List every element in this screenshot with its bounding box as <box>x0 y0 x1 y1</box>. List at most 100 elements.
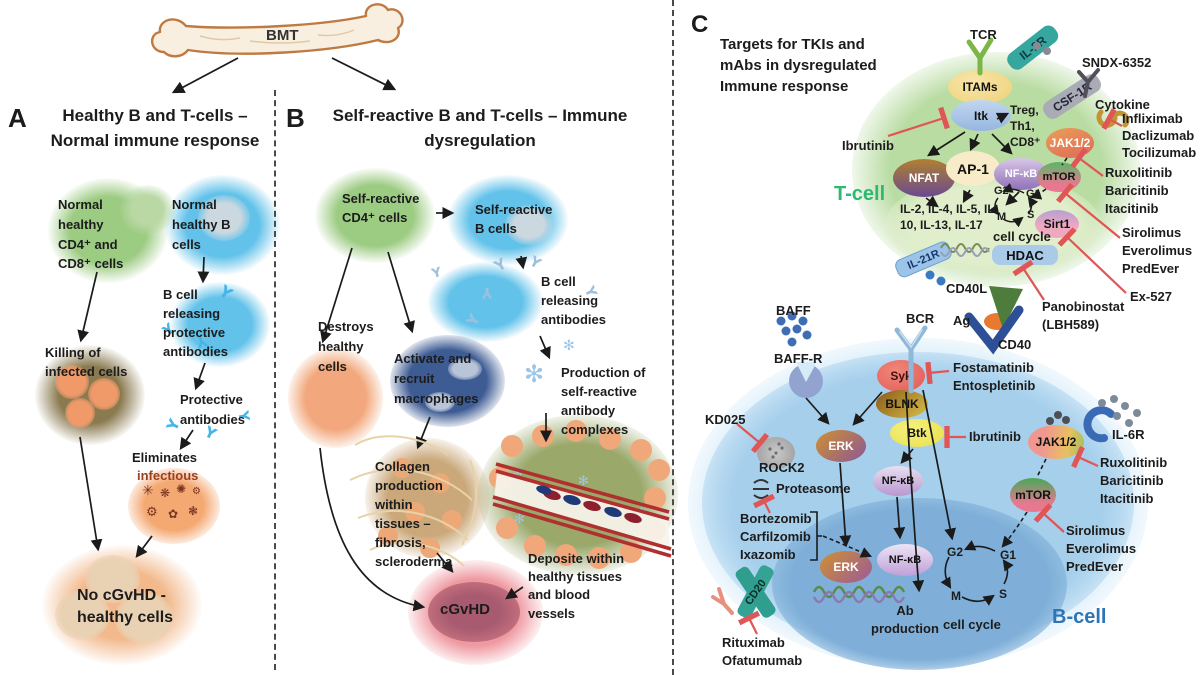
panel-a-letter: A <box>8 103 27 133</box>
blnk-protein: BLNK <box>876 390 928 418</box>
baffr-label: BAFF-R <box>774 351 823 366</box>
jak12-b-label: JAK1/2 <box>1035 435 1077 449</box>
label-normal-b-cells: Normal healthy B cells <box>172 197 231 252</box>
pathogen-icon-4: ⚙ <box>192 486 201 497</box>
label-normal-t-cells: Normal healthy CD4⁺ and CD8⁺ cells <box>58 197 124 272</box>
no-cgvhd-cell-2 <box>55 590 110 640</box>
jak-inhibitors-t: Ruxolitinib Baricitinib Itacitinib <box>1105 165 1173 216</box>
b-cell-cycle-label: cell cycle <box>943 617 1001 632</box>
pathogen-icon-6: ✿ <box>168 507 179 521</box>
self-reactive-cd4-blob <box>315 168 435 263</box>
cd40l-label: CD40L <box>946 281 988 296</box>
no-cgvhd-cell-3 <box>115 592 173 644</box>
label-killing: Killing of infected cells <box>45 345 128 379</box>
ag-label: Ag <box>953 313 971 328</box>
treg-label: Treg, Th1, CD8⁺ <box>1010 103 1041 150</box>
nfat-protein: NFAT <box>893 159 955 197</box>
syk-label: Syk <box>890 369 912 383</box>
bcr-label: BCR <box>906 311 935 326</box>
t-m-label: M <box>997 211 1007 223</box>
t-cytokines-label: IL-2, IL-4, IL-5, IL- 10, IL-13, IL-17 <box>900 202 999 232</box>
nfkb-b-protein: NF-κB <box>873 466 923 496</box>
ap1-label: AP-1 <box>957 160 989 177</box>
complex-icon-d5: ✻ <box>646 534 657 549</box>
panel-a-title: Healthy B and T-cells – Normal immune re… <box>50 106 260 150</box>
t-g1-label: G1 <box>1026 188 1041 200</box>
label-infectious: infectious <box>137 468 199 483</box>
divider-a-b <box>274 90 276 670</box>
pathogen-icon-2: ❋ <box>160 486 171 500</box>
killing-cell-3 <box>65 398 95 428</box>
nfat-label: NFAT <box>908 171 940 185</box>
eliminates-box-glow <box>128 468 220 544</box>
destroys-blob <box>288 348 383 448</box>
b-g1-label: G1 <box>1000 548 1017 562</box>
antibody-icon-b3: Y <box>482 284 493 300</box>
btk-label: Btk <box>907 426 927 440</box>
nfkb-b-label: NF-κB <box>881 475 915 487</box>
deposit-cell <box>532 425 554 447</box>
ab-production-label: Ab production <box>871 603 939 636</box>
self-reactive-b-nucleus <box>505 205 553 245</box>
b-cell-nucleus <box>772 498 1067 670</box>
label-eliminates: Eliminates <box>132 450 198 465</box>
mtor-b-protein: mTOR <box>1010 478 1056 512</box>
panobinostat-label: Panobinostat (LBH589) <box>1042 299 1125 332</box>
bmt-arrows <box>171 57 397 94</box>
mtor-t-label: mTOR <box>1042 171 1076 183</box>
itk-label: Itk <box>973 108 988 123</box>
label-collagen: Collagen production within tissues – fib… <box>375 459 453 569</box>
nfkb-t-label: NF-κB <box>1004 168 1038 180</box>
mtor-b-label: mTOR <box>1015 488 1051 502</box>
label-production-complexes: Production of self-reactive antibody com… <box>561 365 646 437</box>
deposit-cell <box>489 467 511 489</box>
deposit-cell <box>644 487 666 509</box>
proteasome-label: Proteasome <box>776 481 851 496</box>
panel-c-letter: C <box>691 11 709 38</box>
bmt-label: BMT <box>266 27 299 44</box>
jak12-b-protein: JAK1/2 <box>1028 425 1084 459</box>
macrophage-blob <box>390 335 505 427</box>
t-cell-label: T-cell <box>834 183 886 205</box>
b-s-label: S <box>999 587 1008 601</box>
t-cell-cycle-label: cell cycle <box>993 229 1051 244</box>
sndx-label: SNDX-6352 <box>1082 55 1152 70</box>
syk-protein: Syk <box>877 360 925 392</box>
t-g2-label: G2 <box>994 185 1009 197</box>
panel-b-title: Self-reactive B and T-cells – Immune dys… <box>332 106 628 150</box>
t-s-label: S <box>1027 209 1035 221</box>
blnk-label: BLNK <box>885 397 919 411</box>
baff-label: BAFF <box>776 303 811 318</box>
hdac-protein: HDAC <box>992 245 1058 265</box>
pathogen-icon-3: ✺ <box>176 482 187 496</box>
complex-icon-b1: ✻ <box>524 360 545 388</box>
erk-nucleus-label: ERK <box>833 560 859 574</box>
killing-cell-2 <box>88 378 120 410</box>
jak12-t-protein: JAK1/2 <box>1046 128 1094 158</box>
b-cell-label: B-cell <box>1052 606 1107 628</box>
pathogen-icon-5: ⚙ <box>146 505 158 520</box>
ap1-protein: AP-1 <box>946 151 1000 186</box>
ibrutinib-t-label: Ibrutinib <box>842 138 894 153</box>
label-destroys: Destroys healthy cells <box>318 319 374 375</box>
jak-inhibitors-b: Ruxolitinib Baricitinib Itacitinib <box>1100 455 1168 506</box>
complex-icon-d2: ✻ <box>578 474 589 489</box>
nfkb-nucleus-label: NF-κB <box>888 554 922 566</box>
cd40-label: CD40 <box>998 337 1032 352</box>
anti-cytokine-drugs: Infliximab Daclizumab Tocilizumab <box>1122 111 1197 160</box>
panel-c-title: Targets for TKIs and mAbs in dysregulate… <box>720 36 877 95</box>
complex-icon-b2: ✻ <box>563 338 575 354</box>
itams-protein: ITAMs <box>948 70 1012 104</box>
deposit-cell <box>630 439 652 461</box>
syk-inhibitors-label: Fostamatinib Entospletinib <box>953 360 1036 393</box>
b-m-label: M <box>951 589 961 603</box>
erk-b-label: ERK <box>828 439 854 453</box>
ex527-label: Ex-527 <box>1130 289 1172 304</box>
cgvhd-ellipse <box>428 582 520 642</box>
anti-cd20-label: Rituximab Ofatumumab <box>722 635 803 668</box>
label-deposite: Deposite within healthy tissues and bloo… <box>528 551 625 621</box>
label-activate-macrophages: Activate and recruit macrophages <box>394 351 479 407</box>
hdac-label: HDAC <box>1006 247 1044 263</box>
complex-icon-d3: ✻ <box>636 506 647 521</box>
